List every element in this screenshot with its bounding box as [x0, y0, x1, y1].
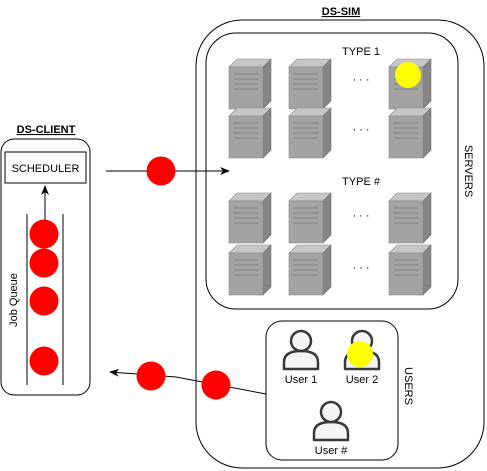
job-submitted: [201, 370, 231, 400]
scheduler-label: SCHEDULER: [12, 163, 80, 175]
scheduler-box: [4, 151, 87, 184]
server-tower-icon: [388, 107, 432, 159]
server-tower-icon: [228, 192, 272, 244]
job-token: [29, 219, 59, 249]
active-user-indicator: [347, 341, 373, 367]
server-tower-icon: [288, 58, 332, 110]
user-icon: [282, 329, 320, 371]
user-icon: [312, 400, 350, 442]
server-ellipsis: · · ·: [352, 74, 369, 86]
job-queue-label: Job Queue: [8, 273, 20, 327]
active-job-indicator: [395, 62, 421, 88]
ds-client-title: DS-CLIENT: [17, 124, 76, 136]
user-label: User #: [315, 445, 348, 457]
user-list: [282, 329, 381, 442]
servers-label: SERVERS: [462, 145, 474, 197]
server-ellipsis: · · ·: [352, 124, 369, 136]
submission-arrow: [109, 368, 267, 395]
job-token: [29, 248, 59, 278]
server-ellipsis: · · ·: [352, 210, 369, 222]
server-tower-icon: [388, 58, 432, 110]
user-label: User 2: [346, 374, 378, 386]
server-tower-icon: [288, 192, 332, 244]
server-tower-icon: [228, 107, 272, 159]
server-group-type-1-label: TYPE 1: [342, 46, 380, 58]
job-submitted: [136, 361, 166, 391]
server-tower-icon: [388, 192, 432, 244]
server-ellipsis: · · ·: [352, 262, 369, 274]
server-tower-icon: [228, 58, 272, 110]
server-tower-icon: [388, 244, 432, 296]
job-queue: [29, 219, 59, 376]
job-token: [29, 346, 59, 376]
server-group-type-n-label: TYPE #: [342, 176, 381, 188]
ds-sim-title: DS-SIM: [322, 6, 361, 18]
server-grid: [228, 58, 432, 296]
user-icon: [343, 329, 381, 371]
user-label: User 1: [285, 374, 317, 386]
job-in-transit: [146, 156, 176, 186]
server-tower-icon: [288, 107, 332, 159]
users-label: USERS: [402, 367, 414, 405]
server-tower-icon: [288, 244, 332, 296]
job-token: [29, 286, 59, 316]
server-tower-icon: [228, 244, 272, 296]
